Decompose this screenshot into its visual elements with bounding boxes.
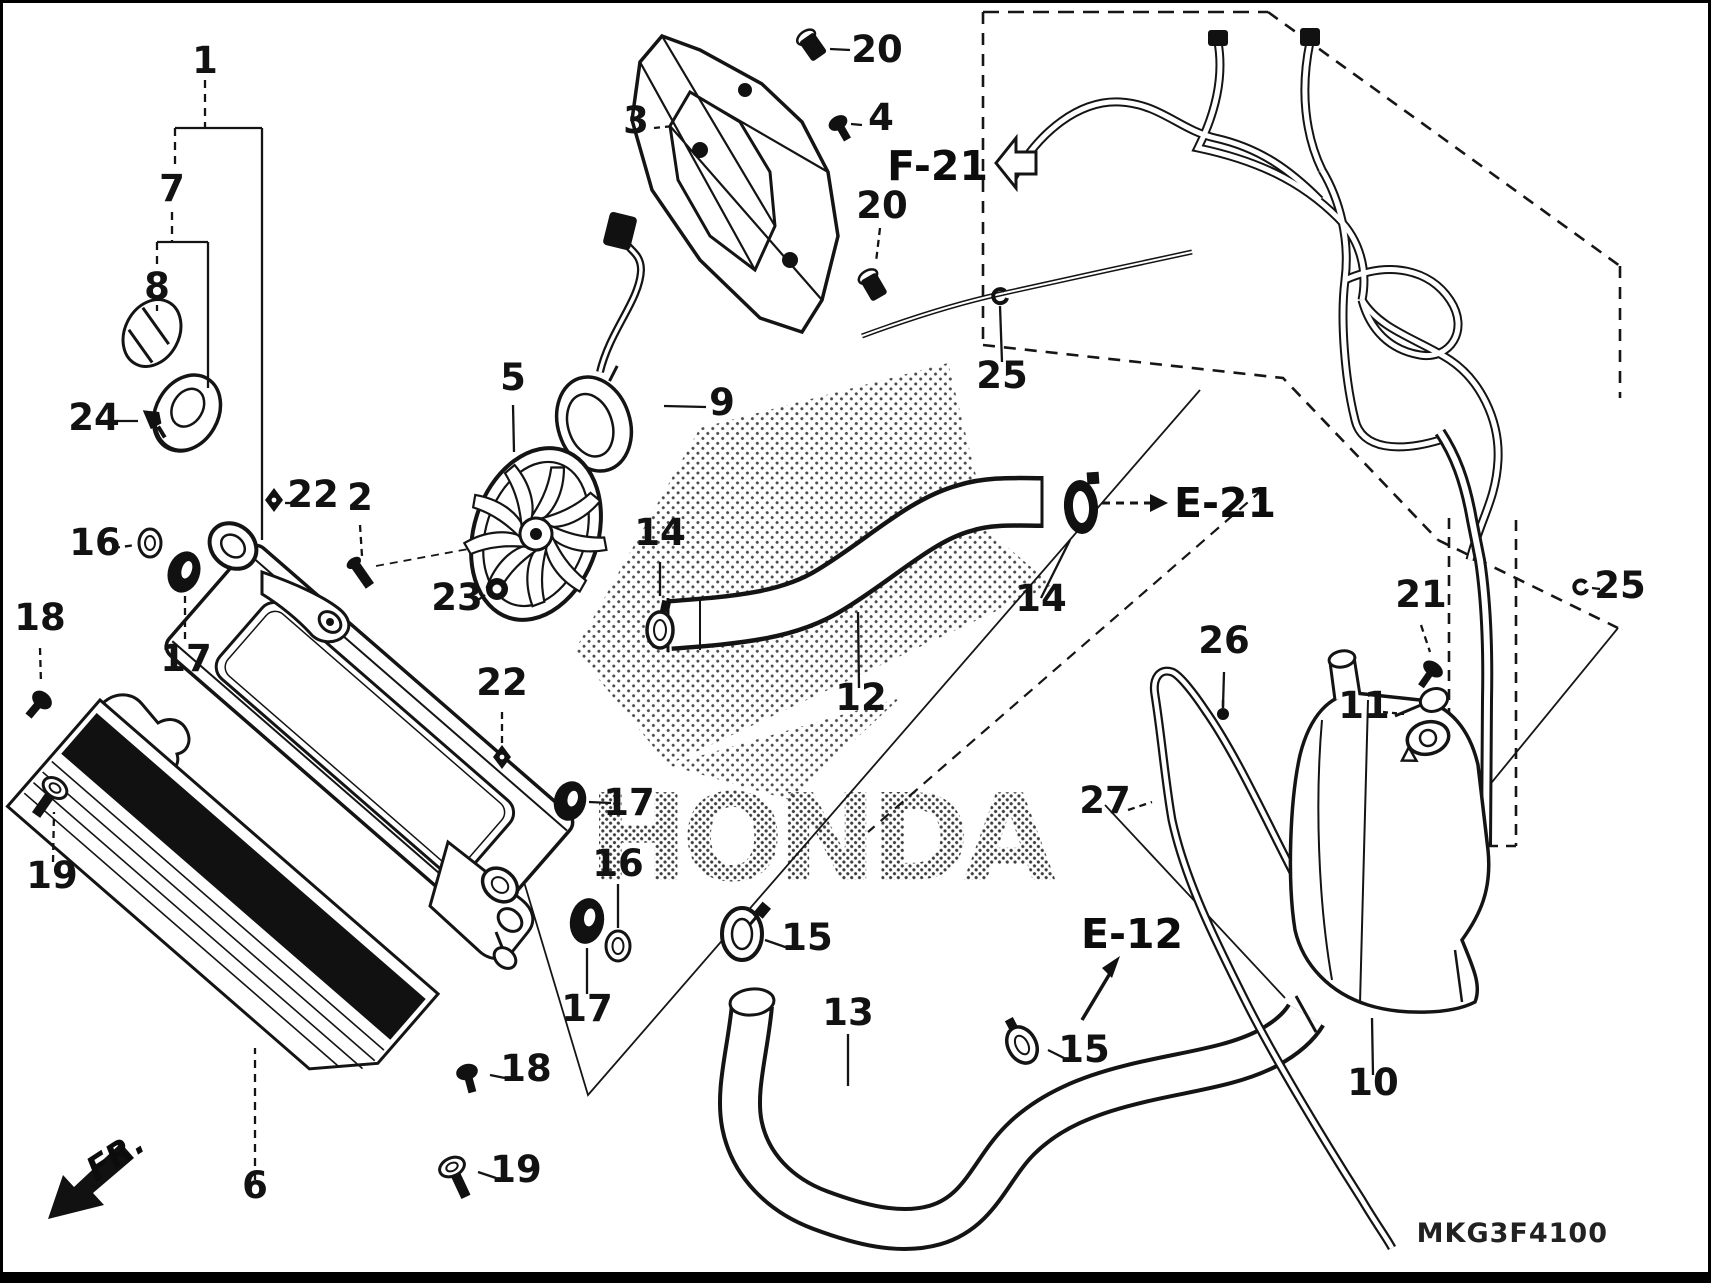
part-label-19-28: 19 bbox=[490, 1148, 542, 1191]
leader-lines bbox=[38, 47, 1601, 1180]
part-label-4-14: 4 bbox=[868, 96, 894, 139]
part-label-18-27: 18 bbox=[500, 1047, 552, 1090]
part-label-15-30: 15 bbox=[1058, 1028, 1110, 1071]
fan-shroud bbox=[630, 33, 840, 335]
cushion-22 bbox=[265, 488, 283, 512]
part-label-14-18: 14 bbox=[634, 511, 686, 554]
part-label-11-32: 11 bbox=[1338, 684, 1390, 727]
collar-16 bbox=[137, 527, 163, 559]
ref-f21: F-21 bbox=[887, 133, 1038, 193]
bolt-19 bbox=[438, 1155, 471, 1200]
clip-25 bbox=[1572, 578, 1589, 596]
e12-arrow-icon bbox=[1102, 956, 1120, 978]
fr-arrow-icon bbox=[48, 1143, 134, 1219]
ref-label-e21: E-21 bbox=[1174, 479, 1276, 527]
part-label-16-23: 16 bbox=[592, 842, 644, 885]
grommet-17 bbox=[167, 551, 201, 593]
pin-2 bbox=[346, 556, 374, 589]
part-label-23-10: 23 bbox=[431, 576, 483, 619]
clamp-14 bbox=[645, 599, 675, 650]
watermark-honda-text: HONDA bbox=[588, 770, 1062, 909]
part-label-18-6: 18 bbox=[14, 596, 66, 639]
part-label-25-17: 25 bbox=[976, 354, 1028, 397]
grommet-17 bbox=[569, 898, 605, 944]
ref-label-e12: E-12 bbox=[1081, 910, 1183, 958]
part-label-17-25: 17 bbox=[561, 987, 613, 1030]
grommet-17 bbox=[553, 781, 587, 821]
part-label-19-7: 19 bbox=[26, 854, 78, 897]
cooling-fan bbox=[462, 446, 608, 622]
upper-radiator-hose bbox=[666, 475, 1044, 652]
part-label-22-21: 22 bbox=[476, 661, 528, 704]
part-label-7-1: 7 bbox=[159, 167, 185, 210]
radiator-grille bbox=[5, 697, 441, 1071]
part-label-22-8: 22 bbox=[287, 473, 339, 516]
part-label-6-29: 6 bbox=[242, 1164, 268, 1207]
wing-mark-upper bbox=[575, 363, 990, 650]
bolt-18 bbox=[25, 690, 52, 719]
honda-watermark: HONDA bbox=[575, 363, 1062, 909]
bolt-24 bbox=[142, 410, 167, 439]
bolt-18 bbox=[456, 1063, 478, 1094]
drawing-code: MKG3F4100 bbox=[1417, 1218, 1608, 1249]
part-label-13-26: 13 bbox=[822, 991, 874, 1034]
part-label-21-35: 21 bbox=[1395, 573, 1447, 616]
ref-e12: E-12 bbox=[1080, 910, 1183, 1021]
cushion-22 bbox=[493, 745, 511, 769]
wing-mark-lower bbox=[575, 532, 1052, 765]
clamp-14 bbox=[1063, 471, 1100, 534]
hose-end-fitting bbox=[1208, 30, 1228, 46]
bolt-20 bbox=[857, 268, 887, 301]
part-label-26-33: 26 bbox=[1198, 619, 1250, 662]
part-label-10-31: 10 bbox=[1347, 1061, 1399, 1104]
radiator-outlet bbox=[428, 839, 535, 970]
part-label-24-3: 24 bbox=[68, 396, 120, 439]
radiator-cap bbox=[121, 298, 183, 368]
bolt-20 bbox=[795, 28, 827, 61]
hose-bundle-top-right bbox=[861, 28, 1503, 562]
clamp-15 bbox=[720, 901, 772, 962]
part-label-5-11: 5 bbox=[500, 356, 526, 399]
e21-arrow-right-icon bbox=[1150, 494, 1168, 512]
ref-e21: E-21 bbox=[1102, 479, 1276, 527]
reserve-tank bbox=[1149, 649, 1491, 1251]
screw-21 bbox=[1418, 660, 1443, 689]
part-label-8-2: 8 bbox=[144, 265, 170, 308]
lower-radiator-hose bbox=[718, 987, 1325, 1252]
part-label-20-13: 20 bbox=[851, 28, 903, 71]
part-label-9-16: 9 bbox=[709, 381, 735, 424]
bolt-4 bbox=[828, 115, 851, 142]
clip-25 bbox=[991, 287, 1009, 306]
part-label-1-0: 1 bbox=[192, 39, 218, 82]
nut-23 bbox=[486, 578, 508, 600]
ref-label-f21: F-21 bbox=[887, 142, 988, 190]
motor-connector bbox=[603, 211, 637, 251]
clamp-15 bbox=[1004, 1017, 1039, 1065]
part-label-12-19: 12 bbox=[835, 676, 887, 719]
part-label-27-34: 27 bbox=[1079, 779, 1131, 822]
part-label-20-15: 20 bbox=[856, 184, 908, 227]
part-label-3-12: 3 bbox=[623, 99, 649, 142]
part-label-2-9: 2 bbox=[347, 476, 373, 519]
overflow-tube bbox=[1434, 428, 1494, 846]
bolt-19 bbox=[31, 776, 69, 818]
hose-end-fitting bbox=[1300, 28, 1320, 46]
tank-cap-11 bbox=[1399, 719, 1451, 763]
collar-16 bbox=[604, 929, 632, 963]
filler-neck bbox=[207, 521, 259, 571]
part-label-14-20: 14 bbox=[1015, 577, 1067, 620]
f21-arrow-left-icon bbox=[994, 133, 1038, 193]
part-label-17-5: 17 bbox=[160, 637, 212, 680]
wing-mark-tip bbox=[668, 698, 900, 800]
part-label-16-4: 16 bbox=[69, 521, 121, 564]
part-label-25-36: 25 bbox=[1594, 564, 1646, 607]
part-label-17-22: 17 bbox=[603, 781, 655, 824]
part-label-15-24: 15 bbox=[781, 916, 833, 959]
fan-motor bbox=[554, 211, 646, 482]
